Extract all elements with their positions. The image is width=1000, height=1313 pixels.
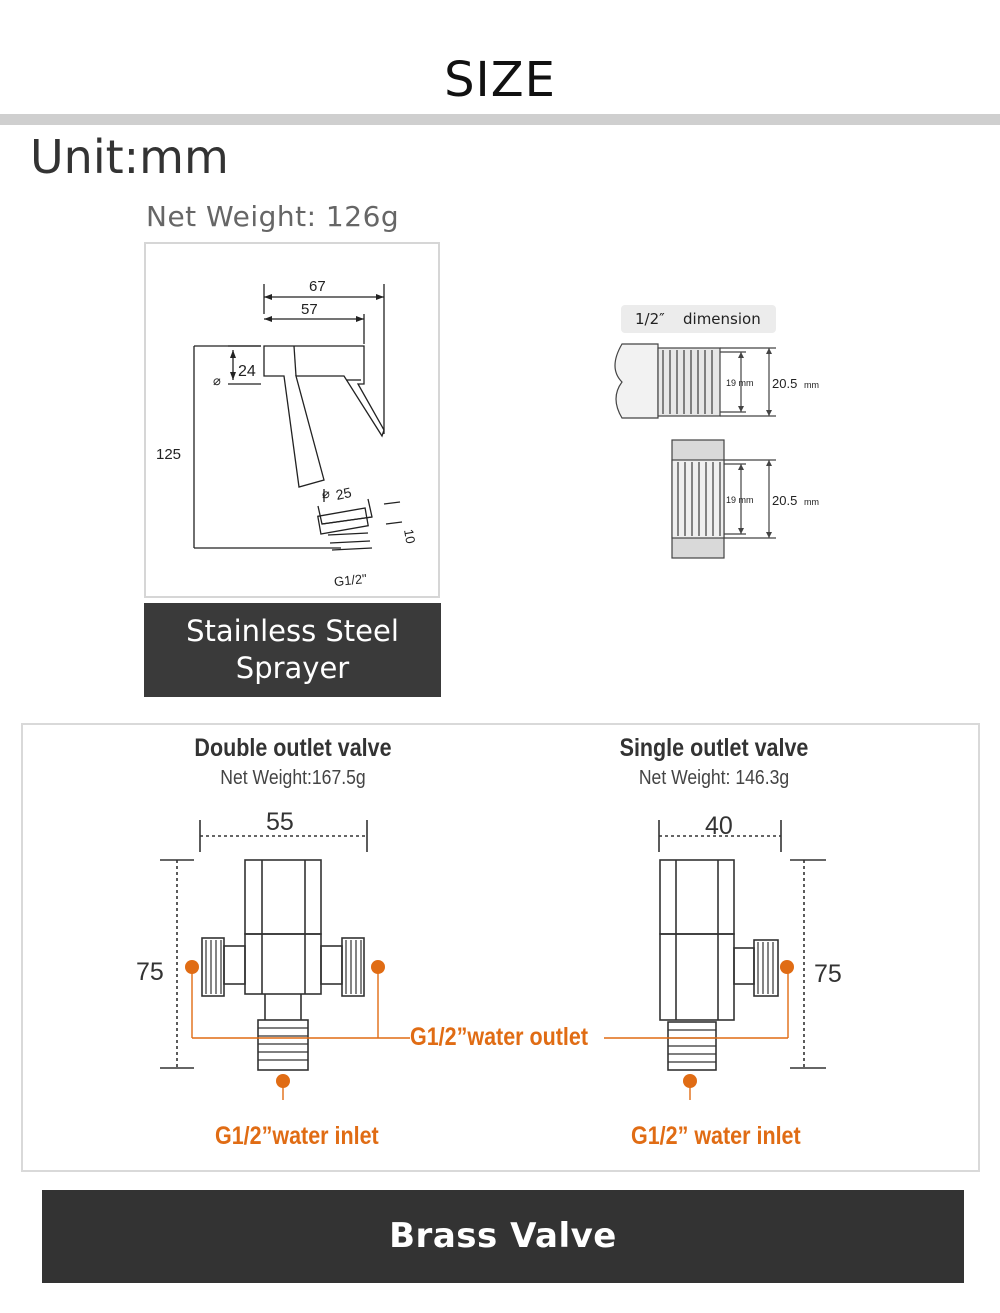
thread-dimension-diagram: 19 mm 20.5 mm 19 mm 20.5 mm: [614, 343, 819, 559]
single-valve-height: 75: [814, 960, 842, 988]
sprayer-dim-head-dia: 24: [238, 363, 256, 380]
thread-outer-dim-1: 20.5: [772, 376, 797, 391]
thread-inner-dim-2: 19 mm: [726, 495, 754, 505]
single-valve-weight: Net Weight: 146.3g: [638, 767, 790, 789]
diameter-icon: ⌀: [322, 486, 330, 501]
sprayer-caption: Stainless Steel Sprayer: [144, 603, 441, 697]
brass-valve-caption: Brass Valve: [42, 1190, 964, 1283]
unit-label: Unit:mm: [30, 130, 229, 184]
single-valve-inlet-label: G1/2” water inlet: [631, 1122, 801, 1150]
sprayer-dim-thread-length: 10: [401, 528, 418, 545]
double-valve-title: Double outlet valve: [194, 734, 392, 762]
outlet-marker: [371, 960, 385, 974]
sprayer-dim-outer-width: 67: [309, 278, 326, 295]
inlet-marker: [683, 1074, 697, 1088]
valve-diagram: 55 75 40 75: [136, 808, 842, 1100]
thread-dimension-label: dimension: [683, 310, 761, 328]
thread-outer-unit-2: mm: [804, 497, 819, 507]
single-valve-title: Single outlet valve: [619, 734, 809, 762]
sprayer-diagram: 67 57 125 ⌀ 24 ⌀ 25 10 G1/2": [156, 278, 418, 589]
inlet-marker: [276, 1074, 290, 1088]
outlet-marker: [185, 960, 199, 974]
sprayer-dim-height: 125: [156, 446, 181, 463]
double-valve-height: 75: [136, 958, 164, 986]
outlet-marker: [780, 960, 794, 974]
sprayer-thread-label: G1/2": [333, 571, 368, 589]
double-valve-inlet-label: G1/2”water inlet: [215, 1122, 379, 1150]
diameter-icon: ⌀: [213, 373, 221, 388]
sprayer-dim-neck-dia: 25: [334, 484, 353, 503]
sprayer-net-weight: Net Weight: 126g: [146, 200, 400, 233]
double-valve-width: 55: [266, 808, 294, 836]
double-valve-weight: Net Weight:167.5g: [220, 767, 366, 789]
single-valve-width: 40: [705, 812, 733, 840]
sprayer-diagram-frame: 67 57 125 ⌀ 24 ⌀ 25 10 G1/2": [144, 242, 440, 598]
water-outlet-label: G1/2”water outlet: [410, 1023, 589, 1051]
valve-diagram-frame: [21, 723, 980, 1172]
thread-outer-unit-1: mm: [804, 380, 819, 390]
divider: [0, 114, 1000, 125]
thread-inner-dim-1: 19 mm: [726, 378, 754, 388]
thread-outer-dim-2: 20.5: [772, 493, 797, 508]
page-title: SIZE: [444, 52, 556, 108]
sprayer-dim-inner-width: 57: [301, 301, 318, 318]
sprayer-caption-line1: Stainless Steel: [186, 614, 399, 648]
thread-dimension-badge: 1/2″ dimension: [621, 305, 776, 333]
sprayer-caption-line2: Sprayer: [235, 651, 350, 685]
thread-size-label: 1/2″: [635, 310, 665, 328]
